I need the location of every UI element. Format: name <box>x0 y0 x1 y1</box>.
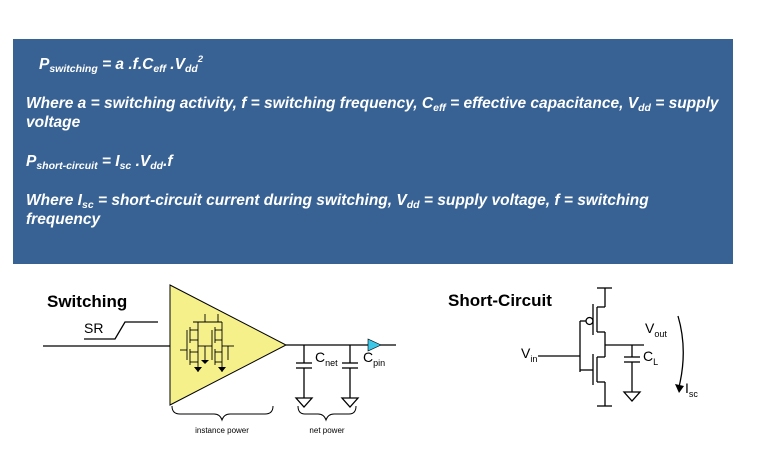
c-net-label: Cnet <box>315 349 338 368</box>
instance-power-brace <box>171 405 274 422</box>
v-out-label: Vout <box>645 320 667 339</box>
cl-ground-icon <box>622 391 642 402</box>
c-net-ground-icon <box>294 397 314 408</box>
pmos-gate-bubble <box>585 316 594 326</box>
cmos-inverter <box>538 287 644 407</box>
receiver-driver-icon <box>367 338 382 352</box>
short-circuit-definitions: Where Isc = short-circuit current during… <box>26 192 649 228</box>
short-circuit-diagram: Short-Circuit <box>448 287 698 407</box>
transistor-network-icon <box>180 314 234 372</box>
c-pin-capacitor <box>342 345 358 398</box>
net-power-label: net power <box>309 426 344 435</box>
circuit-diagrams: Switching SR <box>43 284 698 435</box>
c-net-capacitor <box>296 345 312 398</box>
instance-power-label: instance power <box>195 426 249 435</box>
net-power-brace <box>297 405 357 422</box>
c-pin-ground-icon <box>340 397 360 408</box>
sr-waveform <box>84 321 158 340</box>
c-pin-label: Cpin <box>363 349 385 368</box>
switching-diagram: Switching SR <box>43 284 396 435</box>
formula-panel: Pswitching = a .f.Ceff .Vdd2 Where a = s… <box>13 39 733 264</box>
isc-label: Isc <box>685 380 698 399</box>
short-circuit-power-formula: Pshort-circuit = Isc .Vdd.f <box>26 153 173 172</box>
v-in-label: Vin <box>521 345 537 364</box>
switching-title: Switching <box>47 292 127 311</box>
isc-current-arrow <box>677 315 684 388</box>
instance-gate <box>169 284 288 406</box>
switching-power-formula: Pswitching = a .f.Ceff .Vdd2 <box>39 54 204 75</box>
isc-arrowhead-icon <box>675 384 684 393</box>
switching-definitions: Where a = switching activity, f = switch… <box>26 95 719 131</box>
c-l-label: CL <box>643 348 658 367</box>
gate-ground-icons <box>194 360 226 372</box>
short-circuit-title: Short-Circuit <box>448 291 552 310</box>
sr-label: SR <box>84 320 103 336</box>
